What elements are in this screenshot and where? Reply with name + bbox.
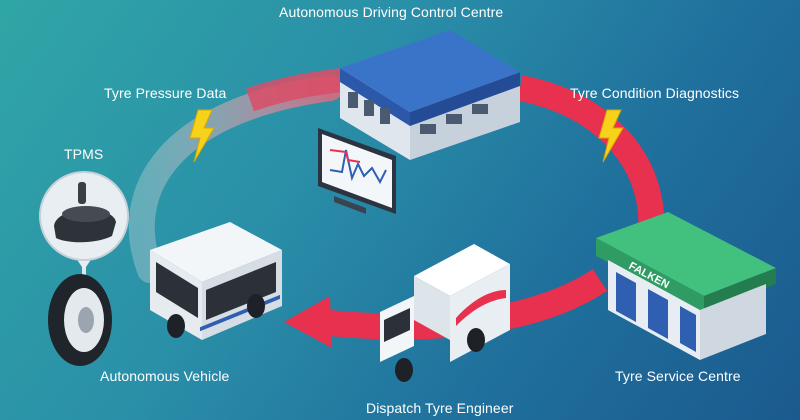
- tyre-service-centre-building: FALKEN: [596, 212, 776, 360]
- autonomous-vehicle-shuttle: [150, 222, 282, 340]
- cycle-arrowhead: [284, 296, 332, 348]
- label-tyre-pressure-data: Tyre Pressure Data: [104, 85, 227, 101]
- tpms-sensor-icon: [54, 182, 116, 243]
- control-centre-building: [340, 30, 520, 160]
- label-tpms: TPMS: [64, 146, 104, 162]
- monitor-graph-icon: [318, 128, 396, 214]
- cycle-ring: [128, 64, 665, 348]
- label-tyre-service-centre: Tyre Service Centre: [615, 368, 741, 384]
- tpms-sensor-badge: [39, 171, 129, 275]
- lightning-bolt-icon: [598, 109, 624, 163]
- dispatch-truck: [380, 244, 510, 382]
- label-control-centre: Autonomous Driving Control Centre: [279, 4, 504, 20]
- label-autonomous-vehicle: Autonomous Vehicle: [100, 368, 230, 384]
- tyre-icon: [48, 274, 112, 366]
- lightning-bolt-icon: [189, 109, 215, 163]
- label-dispatch-tyre-engineer: Dispatch Tyre Engineer: [366, 400, 514, 416]
- cycle-arc-right: [517, 75, 665, 242]
- label-tyre-condition-diagnostics: Tyre Condition Diagnostics: [570, 85, 740, 101]
